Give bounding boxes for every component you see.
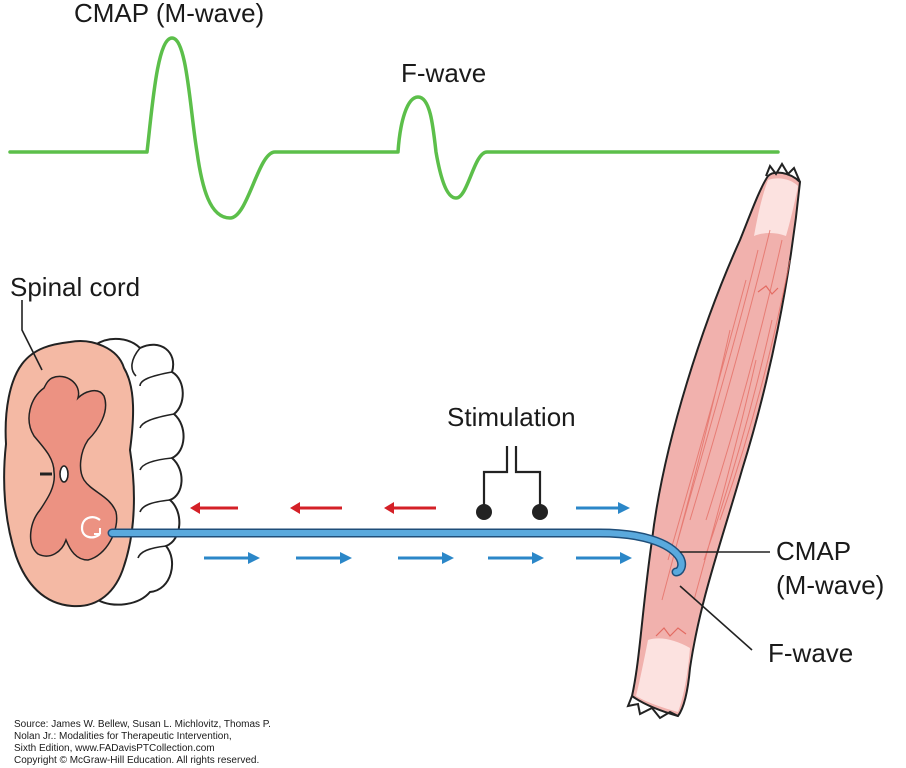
electrode-anode [532, 504, 548, 520]
electrode-cathode [476, 504, 492, 520]
source-line-4: Copyright © McGraw-Hill Education. All r… [14, 755, 259, 766]
waveform-trace [8, 36, 780, 220]
cmap-label: CMAP [776, 536, 851, 566]
fwave-leader [679, 585, 753, 651]
source-line-1: Source: James W. Bellew, Susan L. Michlo… [14, 719, 271, 730]
fwave-label: F-wave [401, 58, 486, 88]
muscle [626, 162, 802, 720]
muscle-belly [630, 171, 802, 718]
source-line-2: Nolan Jr.: Modalities for Therapeutic In… [14, 731, 232, 742]
antidromic-arrows [190, 502, 436, 514]
source-citation: Source: James W. Bellew, Susan L. Michlo… [14, 719, 271, 766]
spinal-cord [3, 300, 185, 608]
fwave-muscle-label: F-wave [768, 638, 853, 668]
spinal-cord-label: Spinal cord [10, 272, 140, 302]
cmap-wave-label: CMAP (M-wave) [74, 0, 264, 28]
stimulation-label: Stimulation [447, 402, 576, 432]
central-canal [59, 465, 69, 483]
recurrent-discharge-icon [80, 516, 101, 539]
spinal-gray-matter [28, 375, 118, 561]
spinal-cord-leader [21, 300, 43, 371]
orthodromic-arrows [204, 502, 632, 564]
stimulation-electrodes [476, 446, 548, 520]
source-line-3: Sixth Edition, www.FADavisPTCollection.c… [14, 743, 215, 754]
muscle-fibers [661, 229, 791, 601]
nerve-axon [107, 528, 687, 577]
cmap-m-wave-label: (M-wave) [776, 570, 884, 600]
